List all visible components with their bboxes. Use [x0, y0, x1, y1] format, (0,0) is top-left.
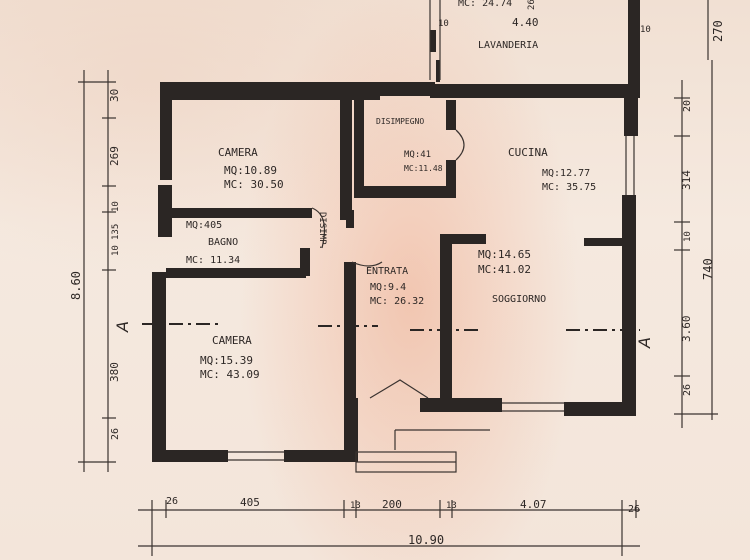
svg-text:ENTRATA: ENTRATA: [366, 266, 408, 277]
dimensions-right: 20 314 10 3.60 26 740 270: [680, 20, 725, 396]
svg-text:8.60: 8.60: [69, 271, 83, 300]
svg-text:10: 10: [640, 25, 651, 35]
svg-text:13: 13: [446, 501, 457, 511]
svg-text:CAMERA: CAMERA: [218, 146, 258, 159]
svg-text:10: 10: [111, 245, 121, 256]
wall-bagno-bottom: [166, 268, 306, 278]
svg-text:10: 10: [438, 19, 449, 29]
wall-disimpegno-bottom: [354, 186, 454, 198]
wall-bottom-right: [564, 402, 636, 416]
room-soggiorno: MQ:14.65 MC:41.02 SOGGIORNO: [478, 248, 546, 305]
dimensions-top: 10 10 260: [438, 0, 651, 35]
wall-bottom-left: [152, 450, 228, 462]
svg-text:4.40: 4.40: [512, 16, 539, 29]
svg-text:MQ:9.4: MQ:9.4: [370, 282, 406, 293]
svg-text:MC: 30.50: MC: 30.50: [224, 178, 284, 191]
room-cucina: CUCINA MQ:12.77 MC: 35.75: [508, 146, 596, 193]
svg-text:MC: 35.75: MC: 35.75: [542, 182, 596, 193]
svg-text:4.07: 4.07: [520, 498, 547, 511]
section-mark-left: A: [113, 321, 132, 333]
dimensions-bottom: 26 405 13 200 13 4.07 26 10.90: [166, 496, 640, 547]
wall-left-bagno: [158, 185, 172, 237]
entrance-door: [369, 379, 429, 399]
svg-text:135: 135: [111, 224, 121, 240]
svg-text:200: 200: [382, 498, 402, 511]
dimensions-left: 30 269 10 10 135 380 26 8.60: [69, 89, 121, 440]
svg-text:MQ:41: MQ:41: [404, 150, 431, 160]
svg-text:26: 26: [110, 428, 121, 440]
svg-text:MQ:405: MQ:405: [186, 220, 222, 231]
wall-bottom-left-2: [284, 450, 356, 462]
svg-text:CUCINA: CUCINA: [508, 146, 548, 159]
svg-text:26: 26: [682, 384, 693, 396]
svg-text:26: 26: [166, 496, 178, 507]
wall-corridor-left: [340, 100, 352, 220]
svg-text:MQ:12.77: MQ:12.77: [542, 168, 590, 179]
room-camera-bottom: CAMERA MQ:15.39 MC: 43.09: [200, 334, 260, 381]
wall-disimpegno-left: [354, 100, 364, 190]
svg-text:3.60: 3.60: [680, 316, 693, 343]
svg-text:269: 269: [108, 146, 121, 166]
room-disimpegno: DISIMPEGNO MQ:41 MC:11.48: [376, 117, 443, 173]
svg-text:270: 270: [711, 20, 725, 42]
svg-text:BAGNO: BAGNO: [208, 237, 238, 248]
svg-text:MC:11.48: MC:11.48: [404, 164, 443, 173]
svg-text:30: 30: [108, 89, 121, 102]
room-bagno: MQ:405 BAGNO MC: 11.34: [186, 220, 240, 266]
svg-text:260: 260: [527, 0, 537, 10]
svg-text:LAVANDERIA: LAVANDERIA: [478, 40, 538, 51]
svg-text:26: 26: [628, 504, 640, 515]
room-entrata: ENTRATA MQ:9.4 MC: 26.32: [366, 266, 424, 307]
wall-entrance-right: [420, 398, 502, 412]
svg-text:MQ:15.39: MQ:15.39: [200, 354, 253, 367]
svg-text:SOGGIORNO: SOGGIORNO: [492, 294, 546, 305]
svg-text:MC:41.02: MC:41.02: [478, 263, 531, 276]
wall-left-upper: [160, 100, 172, 180]
svg-text:MC: 43.09: MC: 43.09: [200, 368, 260, 381]
svg-text:13: 13: [350, 501, 361, 511]
svg-text:MQ:14.65: MQ:14.65: [478, 248, 531, 261]
wall-entrance-left: [344, 398, 358, 462]
wall-top-left: [160, 82, 435, 118]
wall-cucina-stub: [584, 238, 624, 246]
wall-soggiorno-left: [440, 234, 452, 409]
svg-text:10: 10: [111, 201, 121, 212]
section-mark-right: A: [635, 337, 654, 349]
room-corridor-label: DISIMP.: [317, 212, 327, 250]
svg-text:DISIMPEGNO: DISIMPEGNO: [376, 117, 424, 126]
svg-text:MC: 24.74: MC: 24.74: [458, 0, 512, 9]
wall-left-lower: [152, 272, 166, 462]
wall-top-right: [430, 84, 628, 98]
svg-text:314: 314: [680, 170, 693, 190]
svg-text:MC: 11.34: MC: 11.34: [186, 255, 240, 266]
svg-text:MC: 26.32: MC: 26.32: [370, 296, 424, 307]
wall-right-upper: [624, 98, 638, 136]
svg-text:MQ:10.89: MQ:10.89: [224, 164, 277, 177]
wall-bagno-top: [172, 208, 312, 218]
svg-text:CAMERA: CAMERA: [212, 334, 252, 347]
room-lavanderia: MC: 24.74 4.40 LAVANDERIA: [458, 0, 539, 51]
svg-text:10.90: 10.90: [408, 533, 444, 547]
svg-text:405: 405: [240, 496, 260, 509]
svg-text:740: 740: [701, 258, 715, 280]
wall-lavanderia-right: [628, 0, 640, 98]
svg-text:10: 10: [683, 231, 693, 242]
room-camera-top: CAMERA MQ:10.89 MC: 30.50: [218, 146, 284, 191]
svg-text:20: 20: [682, 100, 693, 112]
wall-right-lower: [622, 195, 636, 415]
svg-text:380: 380: [108, 362, 121, 382]
section-line: [142, 323, 640, 331]
